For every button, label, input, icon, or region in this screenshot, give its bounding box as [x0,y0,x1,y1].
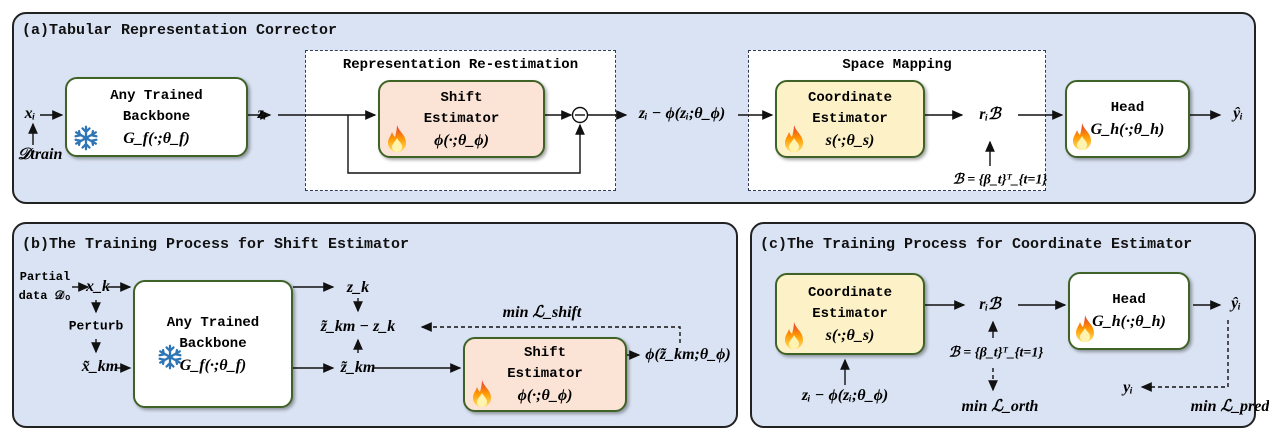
backbone-box: Any Trained Backbone G_f(·;θ_f) [65,77,248,157]
flame-icon [1069,122,1095,152]
head-label: Head [1112,292,1146,308]
flame-icon [781,124,807,154]
min-pred-loss: min ℒ_pred [1190,398,1269,415]
coord-line1: Coordinate [807,89,892,106]
shift-line2: Estimator [423,110,500,127]
min-orth-loss: min ℒ_orth [961,398,1039,415]
y-hat: ŷᵢ [1231,295,1241,312]
flame-icon [469,379,495,409]
x-km: x̃_km [81,358,119,375]
d-train: 𝒟train [17,146,63,163]
backbone-formula: G_f(·;θ_f) [179,356,247,374]
head-box: Head G_h(·;θ_h) [1068,272,1190,350]
representation-reestimation-group: Representation Re-estimation [305,50,616,191]
phi-output: ϕ(z̃_km;θ_ϕ) [645,346,731,363]
head-formula: G_h(·;θ_h) [1092,313,1166,330]
head-label: Head [1110,100,1145,116]
z-km: z̃_km [340,359,376,376]
coord-formula: s(·;θ_s) [825,326,875,344]
head-formula: G_h(·;θ_h) [1090,121,1165,138]
coord-line2: Estimator [812,110,888,127]
corrected-representation: zᵢ − ϕ(zᵢ;θ_ϕ) [638,105,726,122]
coord-input: zᵢ − ϕ(zᵢ;θ_ϕ) [801,387,889,404]
space-mapping-title: Space Mapping [842,57,952,73]
shift-estimator-box: Shift Estimator ϕ(·;θ_ϕ) [463,337,627,412]
shift-line1: Shift [440,89,483,106]
panel-a-title: (a)Tabular Representation Corrector [22,22,338,39]
snowflake-icon [73,123,99,153]
head-box: Head G_h(·;θ_h) [1065,80,1190,158]
y-hat: ŷᵢ [1233,105,1243,122]
partial-label: Partial [19,270,71,284]
coord-line1: Coordinate [807,284,892,301]
backbone-line1: Any Trained [110,87,203,104]
shift-estimator-box: Shift Estimator ϕ(·;θ_ϕ) [378,80,545,158]
coordinate-estimator-box: Coordinate Estimator s(·;θ_s) [775,80,925,158]
coord-formula: s(·;θ_s) [825,131,875,149]
r-i-b: rᵢℬ [979,296,1001,313]
input-x-i: xᵢ [24,105,36,122]
shift-formula: ϕ(·;θ_ϕ) [517,387,573,404]
snowflake-icon [157,342,183,372]
basis-set: ℬ = {β_t}ᵀ_{t=1} [948,345,1044,361]
flame-icon [384,124,410,154]
coordinate-estimator-box: Coordinate Estimator s(·;θ_s) [775,273,925,355]
backbone-line2: Backbone [179,335,247,352]
backbone-box: Any Trained Backbone G_f(·;θ_f) [133,280,293,408]
rre-title: Representation Re-estimation [342,57,579,73]
flame-icon [781,321,807,351]
min-shift-loss: min ℒ_shift [502,304,582,321]
shift-difference: z̃_km − z_k [320,318,396,335]
panel-b-title: (b)The Training Process for Shift Estima… [22,236,410,253]
backbone-line2: Backbone [122,108,191,125]
basis-set: ℬ = {β_t}ᵀ_{t=1} [952,172,1048,188]
shift-line2: Estimator [507,366,583,382]
z-i: zᵢ [257,105,267,122]
backbone-formula: G_f(·;θ_f) [123,129,190,147]
r-i-b: rᵢℬ [979,106,1001,123]
backbone-line1: Any Trained [166,314,260,331]
z-k: z_k [346,279,370,296]
partial-data-label: data 𝒟ₒ [18,289,72,303]
panel-c-title: (c)The Training Process for Coordinate E… [760,236,1193,253]
perturb-label: Perturb [68,318,124,334]
coord-line2: Estimator [812,305,888,322]
flame-icon [1072,314,1098,344]
shift-formula: ϕ(·;θ_ϕ) [434,131,489,149]
x-k: x_k [86,278,110,295]
y-i: yᵢ [1123,379,1133,396]
shift-line1: Shift [523,345,566,361]
